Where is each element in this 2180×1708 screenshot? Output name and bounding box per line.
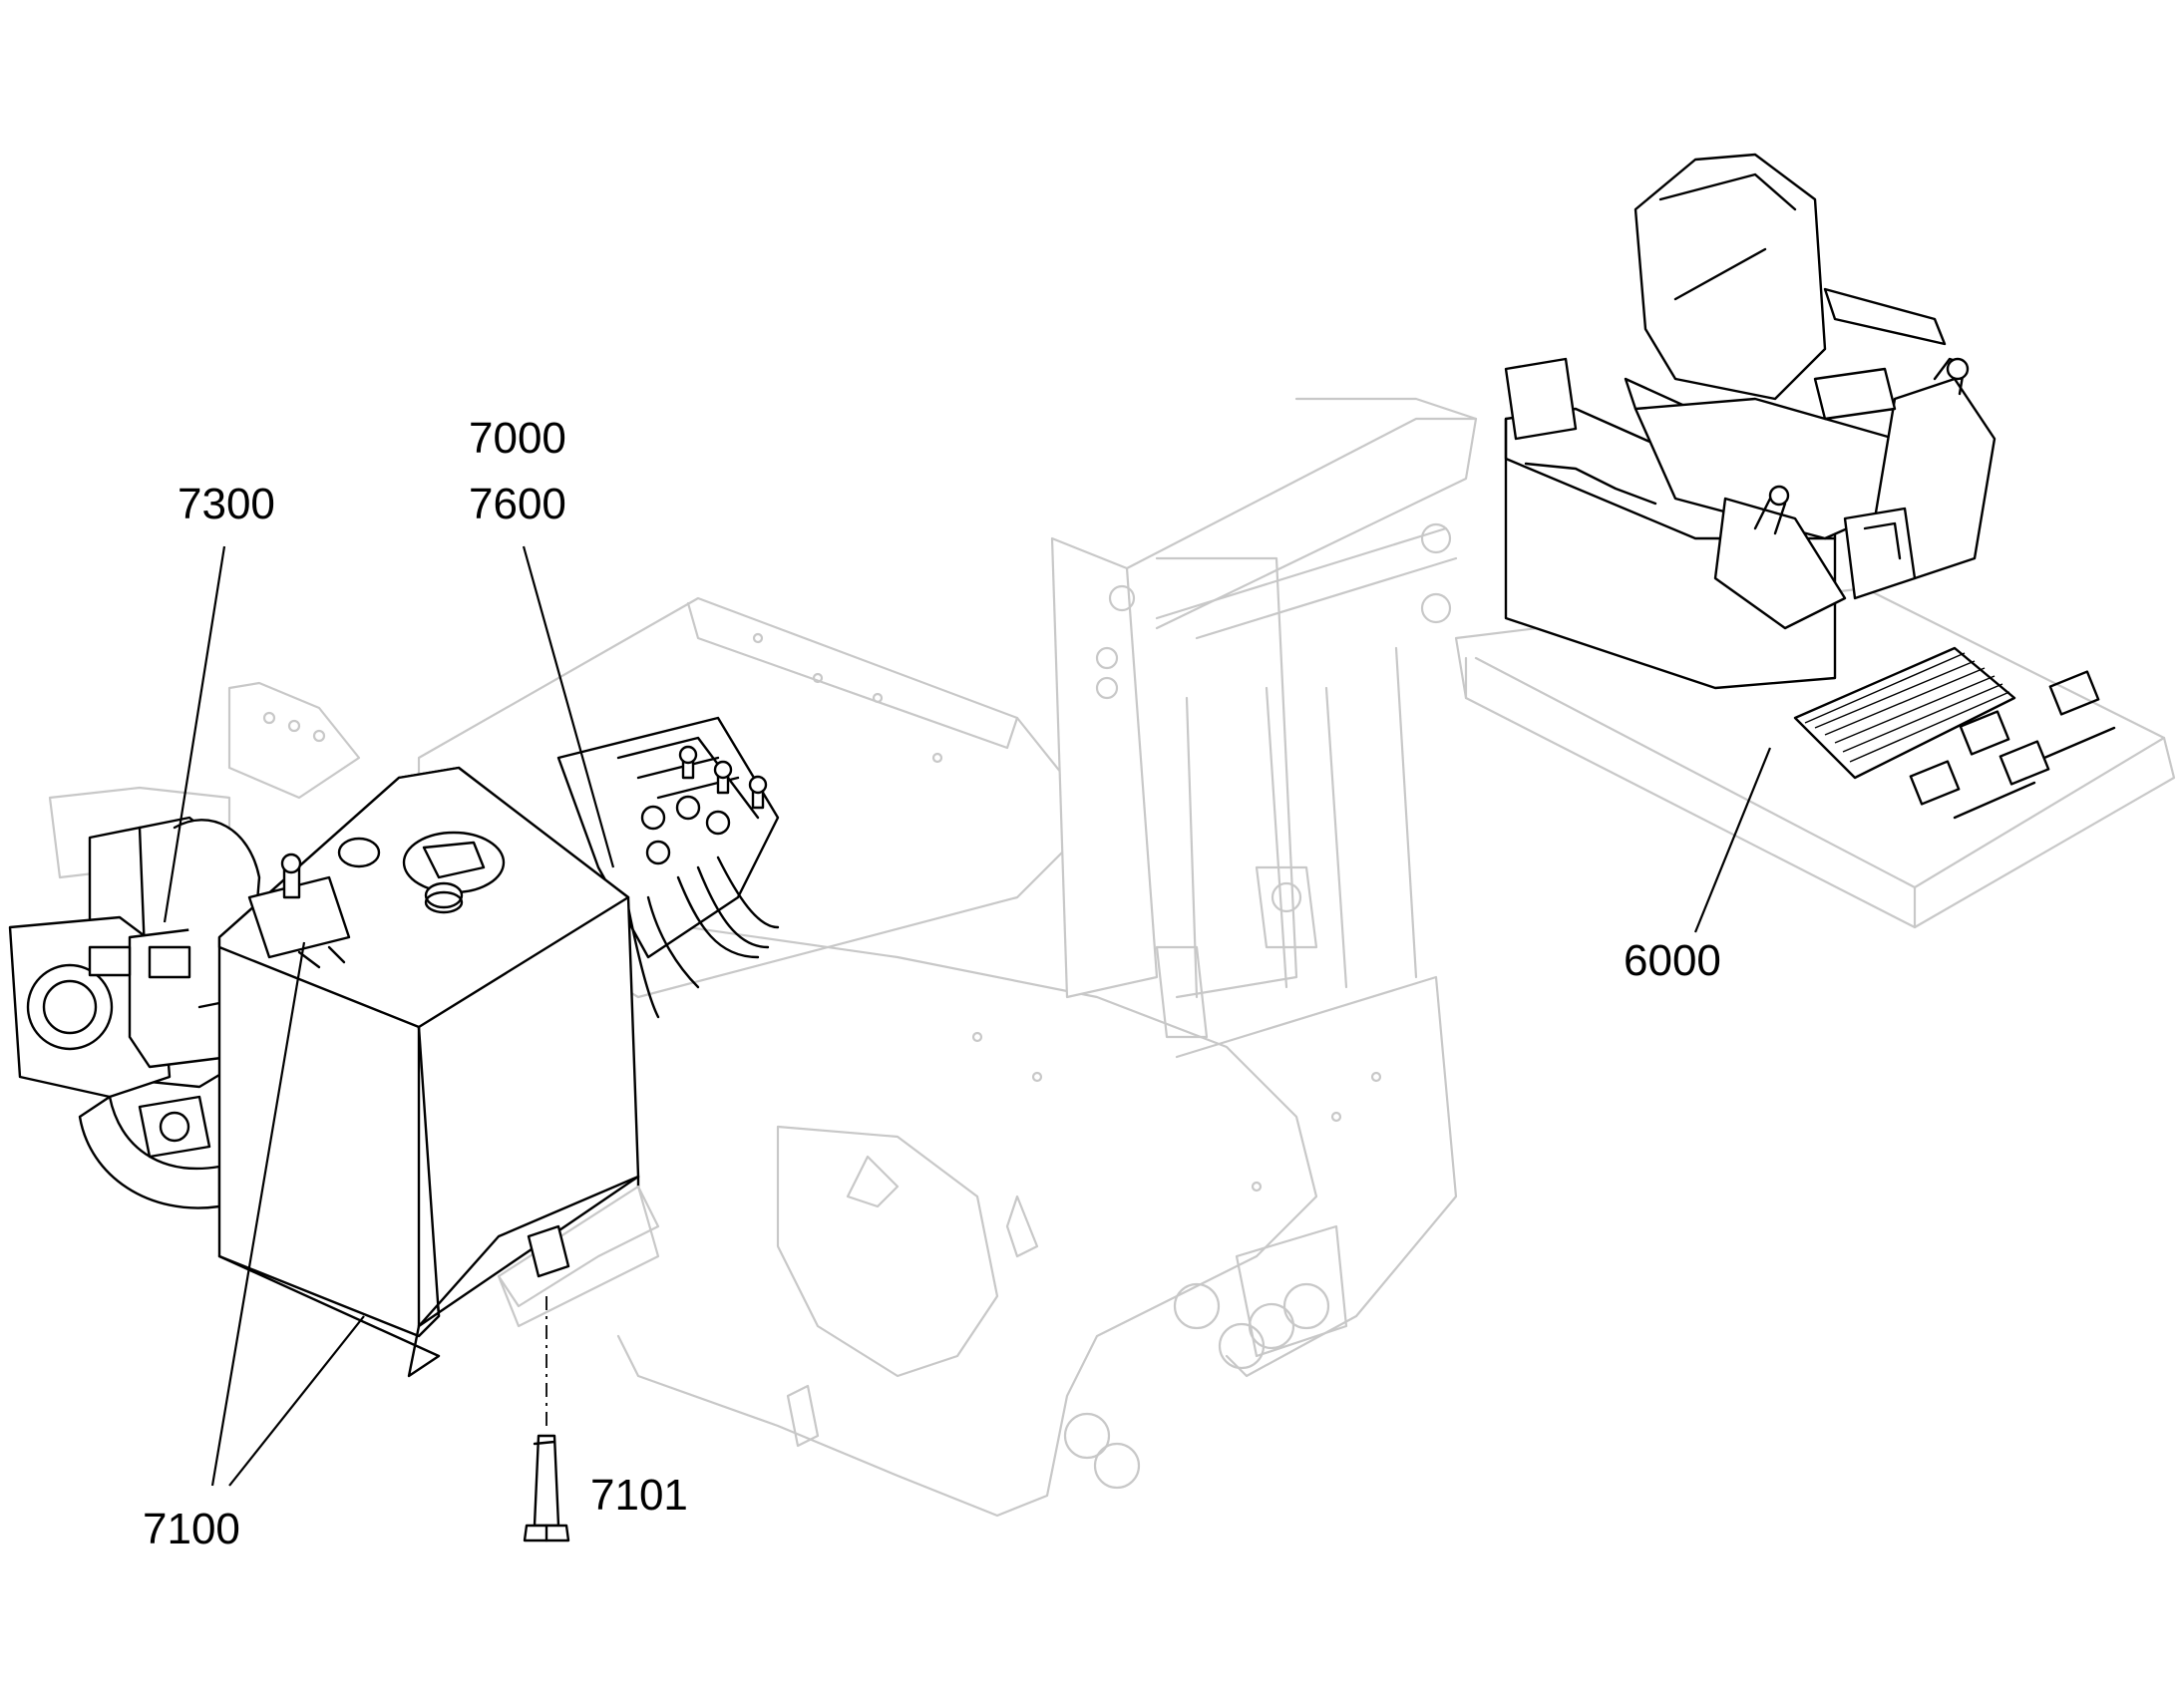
callout-6000: 6000 (1624, 936, 1721, 985)
control-valve-assembly-7000 (556, 716, 780, 1019)
main-frame-ghost (48, 397, 1478, 1518)
hydraulic-tank-7100 (217, 766, 640, 1378)
leader-6000 (1693, 747, 1772, 933)
leader-7100-a (210, 941, 306, 1487)
leader-7300 (163, 545, 226, 923)
operator-platform-6000 (1454, 153, 2176, 929)
tank-mount-bracket (497, 1185, 660, 1328)
floor-grille (1793, 646, 2116, 820)
callout-7300: 7300 (178, 480, 275, 528)
leader-7600 (522, 545, 615, 868)
bolt-7101 (523, 1296, 570, 1542)
callout-7600: 7600 (469, 480, 566, 528)
callout-7101: 7101 (590, 1471, 688, 1520)
leader-7100-b (228, 1315, 365, 1487)
callout-7100: 7100 (143, 1505, 240, 1553)
pump-assembly-7300 (8, 816, 261, 1209)
leader-lines (163, 545, 1772, 1487)
callout-7000: 7000 (469, 414, 566, 463)
